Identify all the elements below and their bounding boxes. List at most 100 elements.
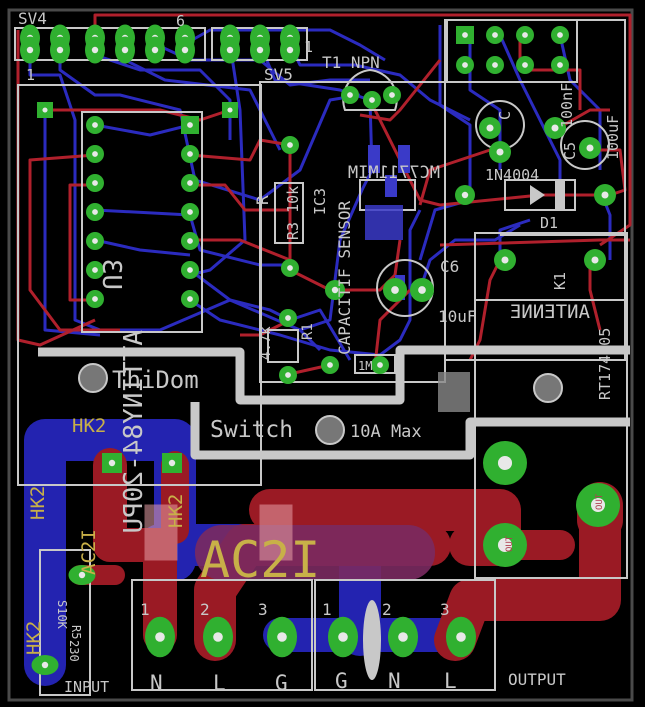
in-label-n: N [150, 671, 163, 695]
hk2-pad-1-drill [108, 459, 116, 467]
sensor-pad-drill [331, 286, 339, 294]
u3-right-pad-5-drill [187, 238, 193, 244]
silk-outlines [14, 19, 628, 696]
label-c: C [496, 111, 514, 120]
u3-right-pad-2-drill [187, 151, 193, 157]
label-hk2-c: HK2 [165, 494, 187, 528]
out-pin-3: 3 [440, 600, 450, 619]
label-sv5: SV5 [264, 65, 293, 84]
jp-pad-top-3-drill [522, 32, 528, 38]
hk2-silk-b [259, 504, 293, 561]
label-sv4-pin1: 1 [26, 66, 35, 84]
label-c5: C5 [561, 142, 579, 160]
u3-left-pad-2-drill [92, 151, 98, 157]
jp-pad-bot-4-drill [557, 62, 563, 68]
jp-pad-top-4-drill [557, 32, 563, 38]
label-r5: R5 [69, 625, 83, 639]
c6-pad-2-drill [418, 286, 426, 294]
jp-pad-top-1-drill [462, 32, 468, 38]
d1-pad-2-drill [601, 191, 609, 199]
c6-pad-1-drill [391, 286, 399, 294]
t1-pad-2-drill [369, 97, 375, 103]
ic3-tab-b [398, 145, 410, 173]
pads [20, 24, 620, 675]
out-label-n: N [388, 669, 401, 693]
r1-pad-1-drill [285, 315, 291, 321]
u3-right-pad-3-drill [187, 180, 193, 186]
input-terminal-pad-3-drill [277, 632, 287, 642]
label-r1: R1 [300, 323, 316, 340]
u3-left-pad-7-drill [92, 296, 98, 302]
u3-right-pad-4-drill [187, 209, 193, 215]
output-slot [363, 600, 381, 680]
logo-mark [438, 372, 470, 412]
sv5-pad-bot-1-drill [226, 46, 234, 54]
label-r: R [253, 195, 272, 205]
u3-right-pad-7-drill [187, 296, 193, 302]
label-out-pad2: OUT [595, 493, 605, 510]
jp-pad-bot-1-drill [462, 62, 468, 68]
label-ic3: IC3 [311, 188, 329, 215]
r1-pad-2-drill [285, 372, 291, 378]
label-thidom: ThiDom [112, 366, 199, 394]
hk2-silk-a [144, 504, 178, 561]
r3-pad-1-drill [287, 142, 293, 148]
label-ac2i-big: AC2I [200, 531, 320, 589]
in-pin-2: 2 [200, 600, 210, 619]
board-outline [7, 8, 634, 702]
t1-pad-1-drill [347, 92, 353, 98]
label-s230: 230 [67, 640, 81, 662]
label-r3: R3 10k [284, 186, 302, 240]
label-hk2-a: HK2 [72, 415, 106, 437]
t1-pad-3-drill [389, 92, 395, 98]
label-k1: K1 [551, 272, 569, 290]
label-r1-val: 4.7k [258, 326, 274, 360]
u3-left-pad-3-drill [92, 180, 98, 186]
relay-pad-coil-drill [497, 455, 513, 471]
d1-pad-1-drill [461, 191, 469, 199]
sv5-pad-bot-2-drill [256, 46, 264, 54]
jp-pad-bot-2-drill [492, 62, 498, 68]
doc-text: HK2 HK2 HK2 HK2 AC2I AC2I OUT OUT [23, 415, 605, 655]
label-c5-val: 100uF [604, 115, 622, 160]
k1-pad-2-drill [591, 256, 599, 264]
label-r-sens: 1M [358, 359, 372, 373]
output-terminal-pad-2-drill [398, 632, 408, 642]
d1-band [555, 180, 565, 210]
rsens-pad-1-drill [327, 362, 333, 368]
u3-right-pad-1-drill [187, 122, 193, 128]
mount-hole-right [533, 373, 563, 403]
label-diode-part: 1N4004 [485, 166, 539, 184]
label-d1: D1 [540, 214, 558, 232]
label-u3-part: ATTINY84-20PU [119, 330, 149, 534]
label-input: INPUT [64, 678, 109, 696]
ic3-tab-a [368, 145, 380, 173]
label-u3: U3 [96, 259, 126, 290]
sv4-pad-bot-4-drill [121, 46, 129, 54]
out-label-g: G [335, 669, 348, 693]
c-pad-2-drill [496, 148, 504, 156]
label-antenna: ANTENNE [510, 301, 590, 323]
label-ac2i-small: AC2I [78, 529, 100, 575]
u3-left-pad-5-drill [92, 238, 98, 244]
sv4-pad-bot-6-drill [181, 46, 189, 54]
input-terminal-pad-1-drill [155, 632, 165, 642]
rsens-pad-2-drill [377, 362, 383, 368]
label-sv4-pin6: 6 [176, 12, 185, 30]
u3-right-pad-6-drill [187, 267, 193, 273]
out-pin-2: 2 [382, 600, 392, 619]
label-cap-sensor: CAPACITIF SENSOR [335, 201, 354, 355]
in-pin-1: 1 [140, 600, 150, 619]
label-s10k: S10K [55, 600, 69, 630]
label-c6-val: 10uF [438, 307, 477, 326]
isolation-slot-2 [190, 402, 630, 460]
sv4-pad-bot-5-drill [151, 46, 159, 54]
u3-left-pad-4-drill [92, 209, 98, 215]
u3-left-pad-1-drill [92, 122, 98, 128]
c-pad-1-drill [486, 124, 494, 132]
label-c-val: 100nF [558, 83, 576, 128]
label-hk2-b: HK2 [27, 486, 49, 520]
r5-pad-2-drill [41, 661, 49, 669]
label-out-pad1: OUT [505, 535, 515, 552]
